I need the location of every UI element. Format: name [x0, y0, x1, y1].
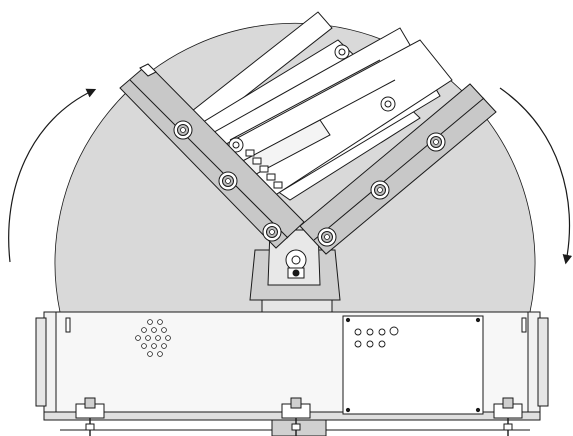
vent-hole	[145, 335, 151, 341]
vent-hole	[147, 319, 153, 325]
vent-hole	[165, 335, 171, 341]
clamped-workpiece	[177, 11, 453, 211]
vent-hole	[155, 335, 161, 341]
vent-hole	[147, 351, 153, 357]
panel-port-hole	[366, 340, 374, 348]
vent-hole	[151, 327, 157, 333]
leveling-foot	[493, 397, 523, 436]
panel-port-hole	[378, 340, 386, 348]
vent-hole	[161, 343, 167, 349]
right-v-arm	[299, 83, 497, 255]
terminal-strip	[245, 149, 283, 189]
bolt-icon	[173, 120, 193, 140]
vent-hole	[157, 319, 163, 325]
vent-hole-pattern	[135, 319, 171, 357]
vent-hole	[141, 343, 147, 349]
leveling-feet	[75, 397, 523, 436]
panel-port-hole	[354, 340, 362, 348]
panel-port-hole	[366, 328, 374, 336]
vent-hole	[141, 327, 147, 333]
vent-hole	[157, 351, 163, 357]
panel-port-holes	[354, 326, 399, 348]
arm-bolts	[173, 120, 446, 247]
access-panel	[342, 315, 484, 415]
bolt-icon	[370, 180, 390, 200]
vent-hole	[135, 335, 141, 341]
rotate-ccw-arrow-icon	[8, 88, 97, 263]
leveling-foot	[281, 397, 311, 436]
vent-hole	[161, 327, 167, 333]
bolt-icon	[218, 171, 238, 191]
bolt-icon	[317, 227, 337, 247]
leveling-foot	[75, 397, 105, 436]
vent-hole	[151, 343, 157, 349]
bolt-icon	[426, 132, 446, 152]
panel-port-hole	[354, 328, 362, 336]
panel-port-hole	[378, 328, 386, 336]
left-v-arm	[119, 63, 305, 249]
rotate-cw-arrow-icon	[499, 87, 573, 265]
bolt-icon	[262, 222, 282, 242]
panel-port-hole	[389, 326, 399, 336]
